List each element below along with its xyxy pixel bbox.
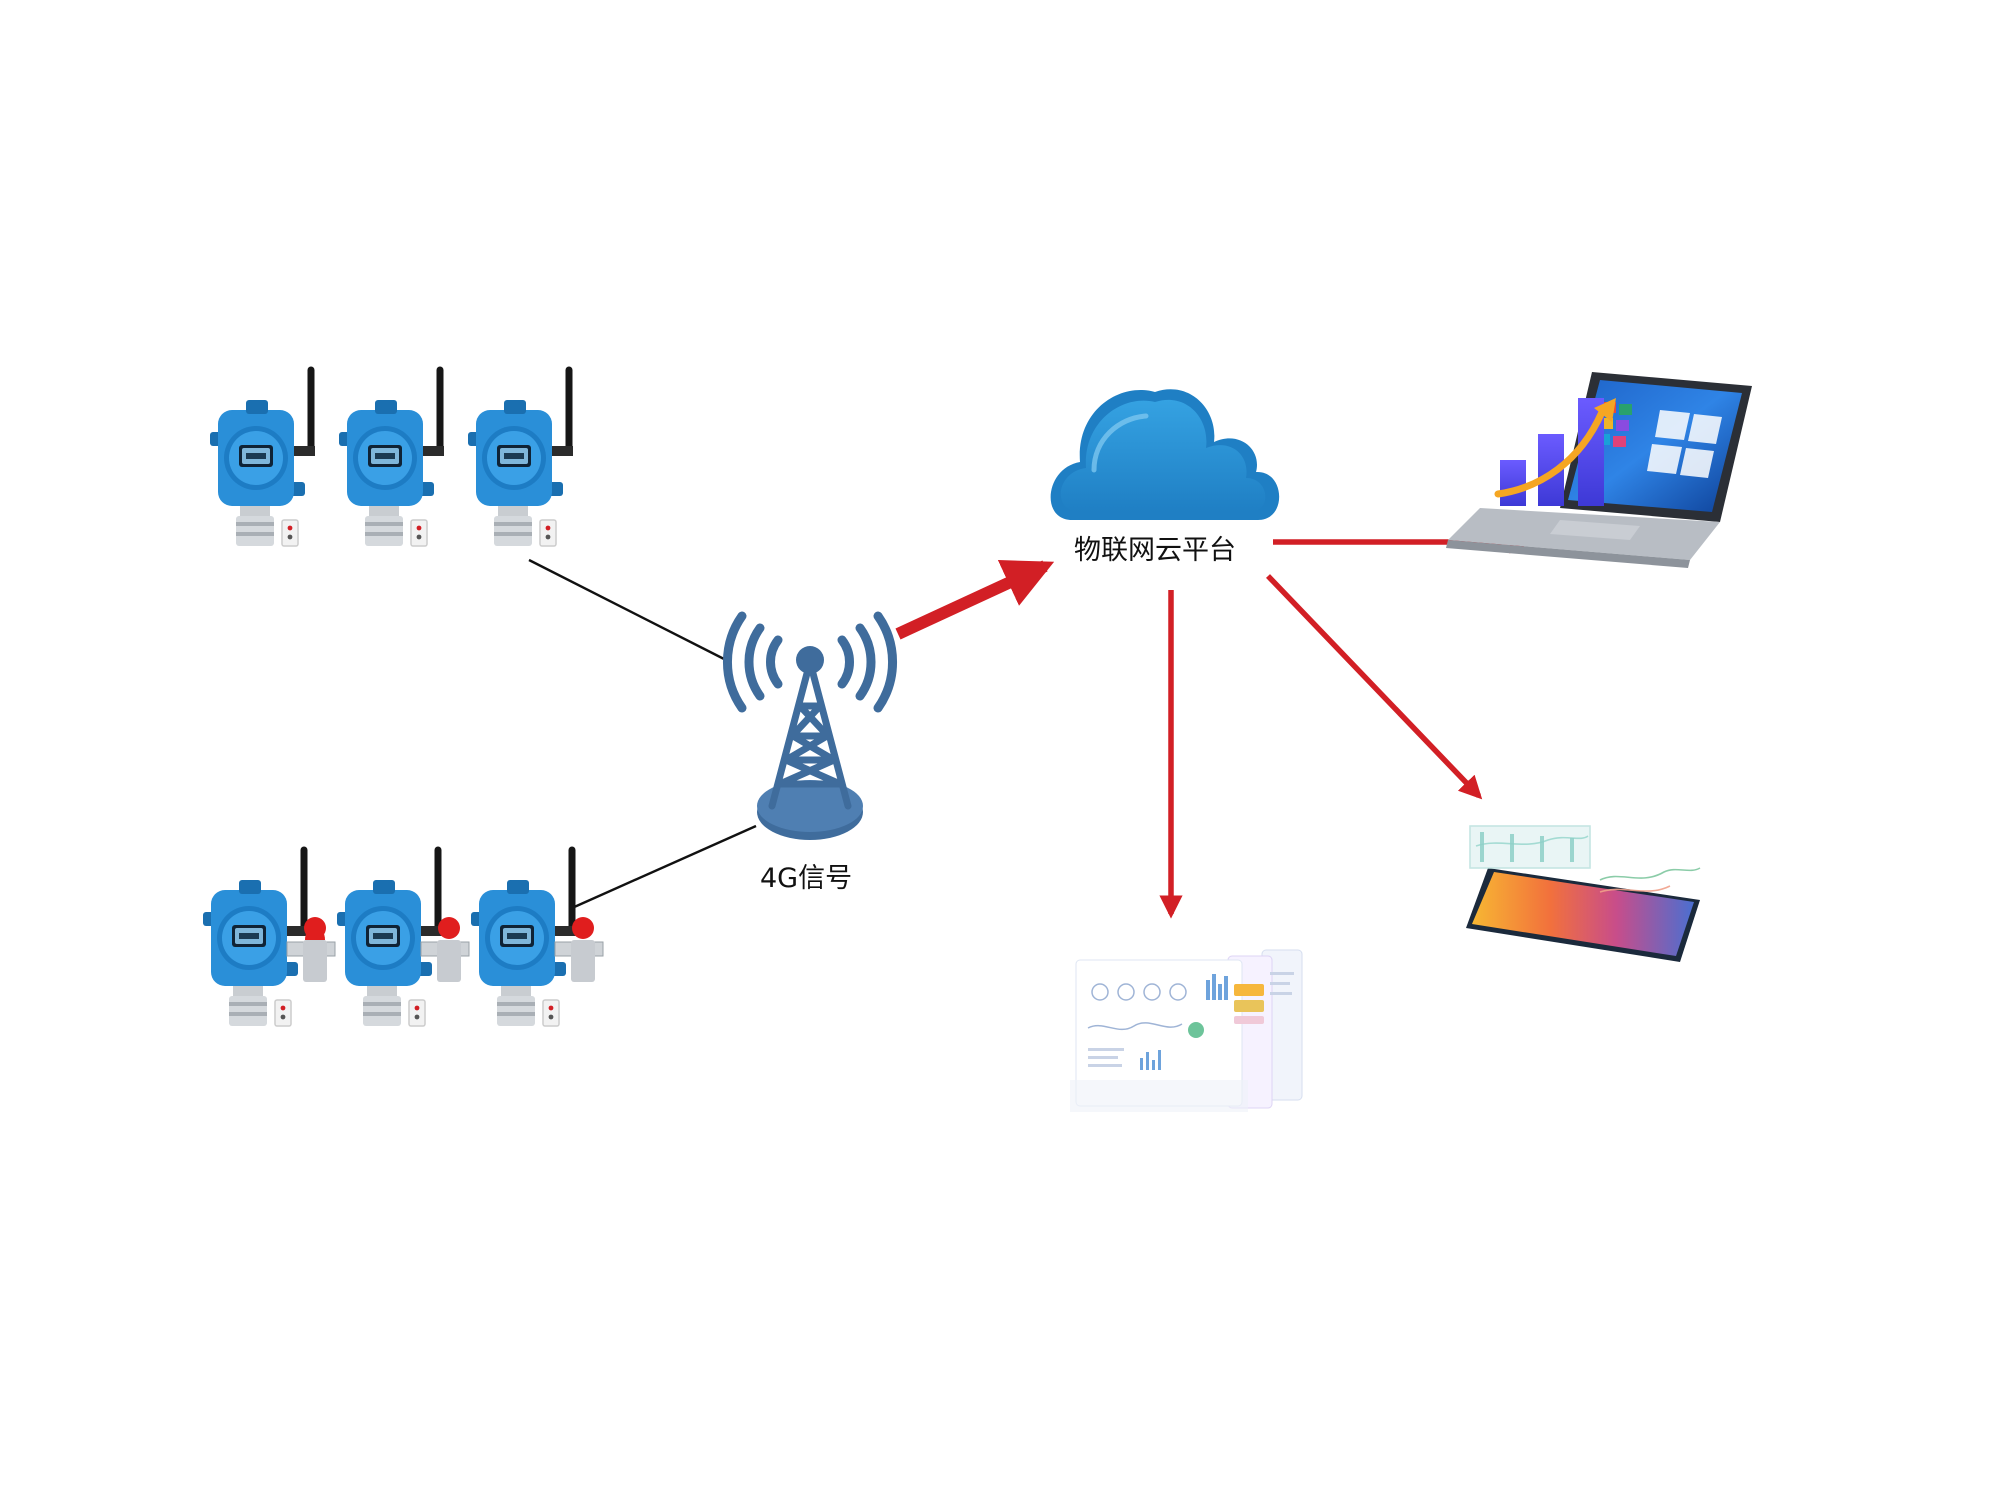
alarm-light-icon xyxy=(572,917,594,939)
gas-detector-icon xyxy=(203,850,336,1026)
alarm-light-icon xyxy=(438,917,460,939)
dashboard-screens-icon xyxy=(1070,949,1303,1112)
detector-group-top xyxy=(210,370,573,546)
gas-detector-icon xyxy=(339,370,444,546)
connector-top-detectors-to-tower xyxy=(528,558,727,662)
gas-detector-icon xyxy=(210,370,315,546)
cloud-platform-label: 物联网云平台 xyxy=(1074,535,1236,566)
arrow-cloud-to-phone xyxy=(1266,574,1483,800)
gas-detector-icon xyxy=(337,850,470,1026)
alarm-light-icon xyxy=(304,917,326,939)
gas-detector-icon xyxy=(468,370,573,546)
arrow-tower-to-cloud xyxy=(895,560,1055,640)
laptop-icon xyxy=(1446,372,1752,568)
cell-tower-icon xyxy=(722,611,898,840)
gas-detector-icon xyxy=(471,850,604,1026)
smartphone-icon xyxy=(1466,825,1701,962)
tower-signal-label: 4G信号 xyxy=(760,863,853,894)
connector-bottom-detectors-to-tower xyxy=(571,824,757,910)
detector-group-bottom xyxy=(203,850,604,1026)
cloud-icon xyxy=(1050,389,1280,520)
